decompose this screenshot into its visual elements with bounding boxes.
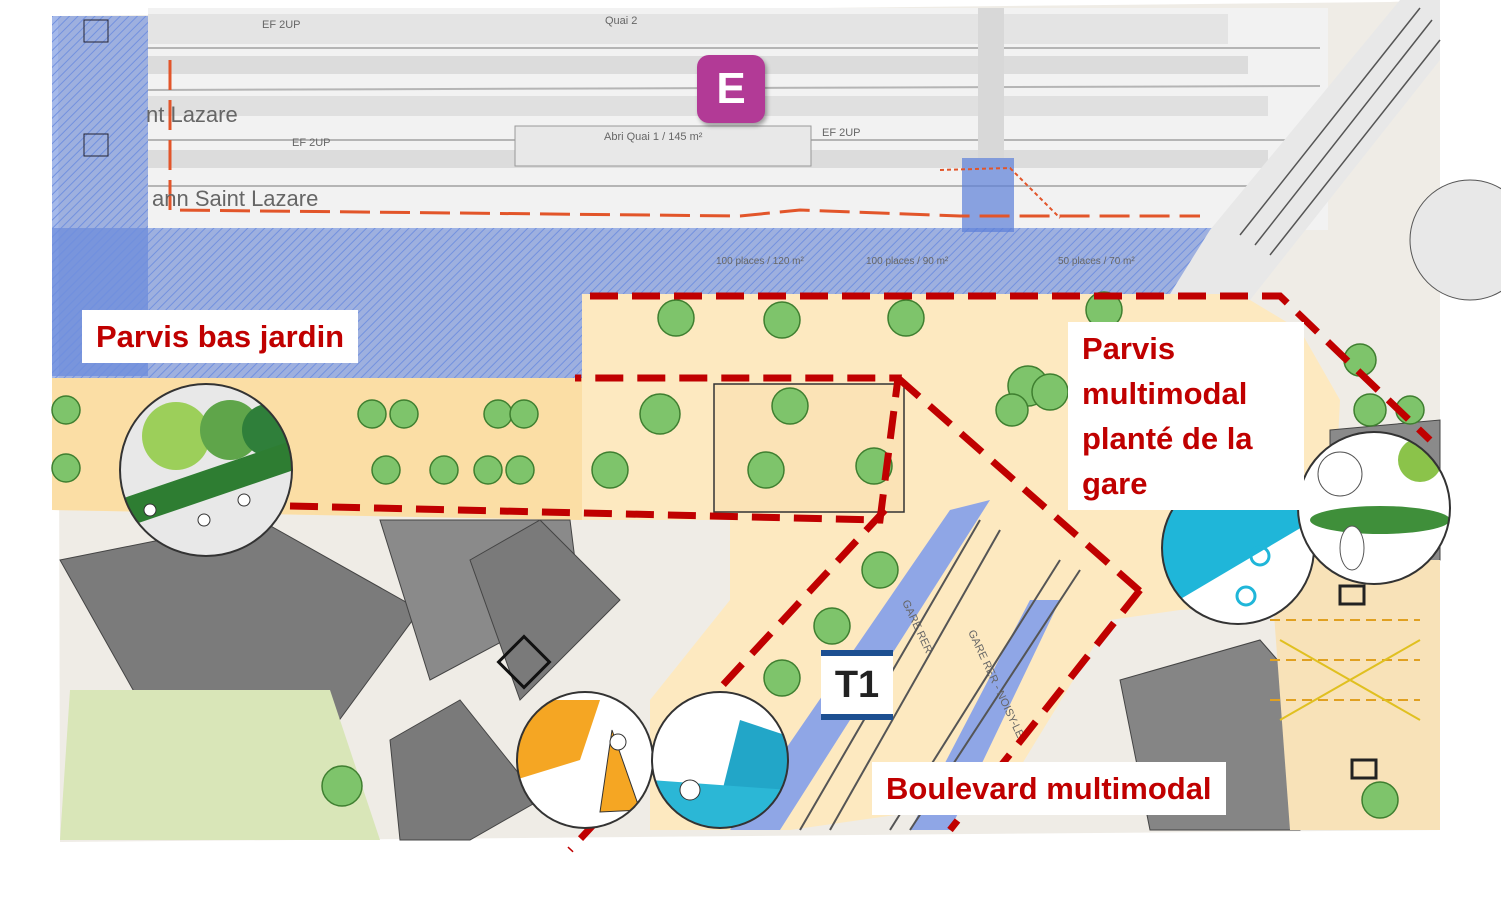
tram-t1-line-icon: T1 xyxy=(821,650,893,720)
ef-label-2: EF 2UP xyxy=(292,137,331,149)
trees xyxy=(51,291,1425,819)
illustration-planted-square xyxy=(1298,432,1450,584)
ef-label-1: EF 2UP xyxy=(262,19,301,31)
map-base xyxy=(52,0,1501,842)
lazare-label-1: nt Lazare xyxy=(146,102,238,127)
parking-label-2: 100 places / 90 m² xyxy=(866,256,949,267)
label-parvis-multimodal: Parvis multimodal planté de la gare xyxy=(1068,322,1304,510)
illustration-commerce xyxy=(517,692,653,828)
label-boulevard-multimodal: Boulevard multimodal xyxy=(872,762,1226,815)
label-parvis-bas-jardin: Parvis bas jardin xyxy=(82,310,359,363)
rer-e-line-icon: E xyxy=(697,55,765,123)
abri-quai-1-label: Abri Quai 1 / 145 m² xyxy=(604,131,703,143)
parking-label-1: 100 places / 120 m² xyxy=(716,256,804,267)
quai-2-label: Quai 2 xyxy=(605,15,637,27)
illustration-garden xyxy=(120,384,292,556)
ef-label-3: EF 2UP xyxy=(822,127,861,139)
lazare-label-2: ann Saint Lazare xyxy=(152,186,318,211)
parking-label-3: 50 places / 70 m² xyxy=(1058,256,1135,267)
